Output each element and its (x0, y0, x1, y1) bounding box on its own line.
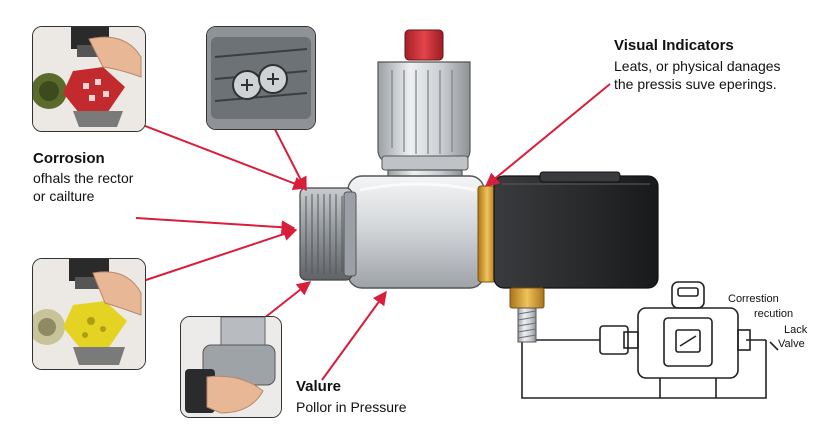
solenoid-coil-icon (493, 171, 659, 289)
corrosion-line2: or cailture (33, 188, 95, 205)
valure-photo (180, 316, 282, 418)
schematic-line1: Correstion (728, 293, 779, 305)
pressure-photo-top (206, 26, 316, 130)
corrosion-line1: ofhals the rector (33, 170, 134, 187)
visual-indicators-title: Visual Indicators (614, 37, 734, 54)
valure-title: Valure (296, 378, 342, 395)
valve-illustration-icon (299, 29, 659, 343)
schematic-line2: recution (754, 307, 794, 320)
visual-indicators-line1: Leats, or physical danages (614, 58, 781, 75)
schematic-label: Correstion recution Lack Valve (728, 293, 807, 351)
corrosion-photo-top (32, 26, 146, 132)
visual-indicators-label: Visual Indicators Leats, or physical dan… (614, 37, 781, 92)
visual-indicators-line2: the pressis suve eperings. (614, 76, 777, 93)
schematic-line4: Valve (778, 337, 805, 350)
schematic-valve-icon (521, 281, 779, 399)
schematic-line3: Lack (784, 324, 808, 337)
corrosion-label: Corrosion ofhals the rector or cailture (33, 150, 133, 204)
valure-label: Valure Pollor in Pressure (296, 378, 407, 415)
valure-line1: Pollor in Pressure (296, 399, 407, 416)
corrosion-photo-bottom (32, 258, 146, 370)
corrosion-title: Corrosion (33, 150, 105, 167)
